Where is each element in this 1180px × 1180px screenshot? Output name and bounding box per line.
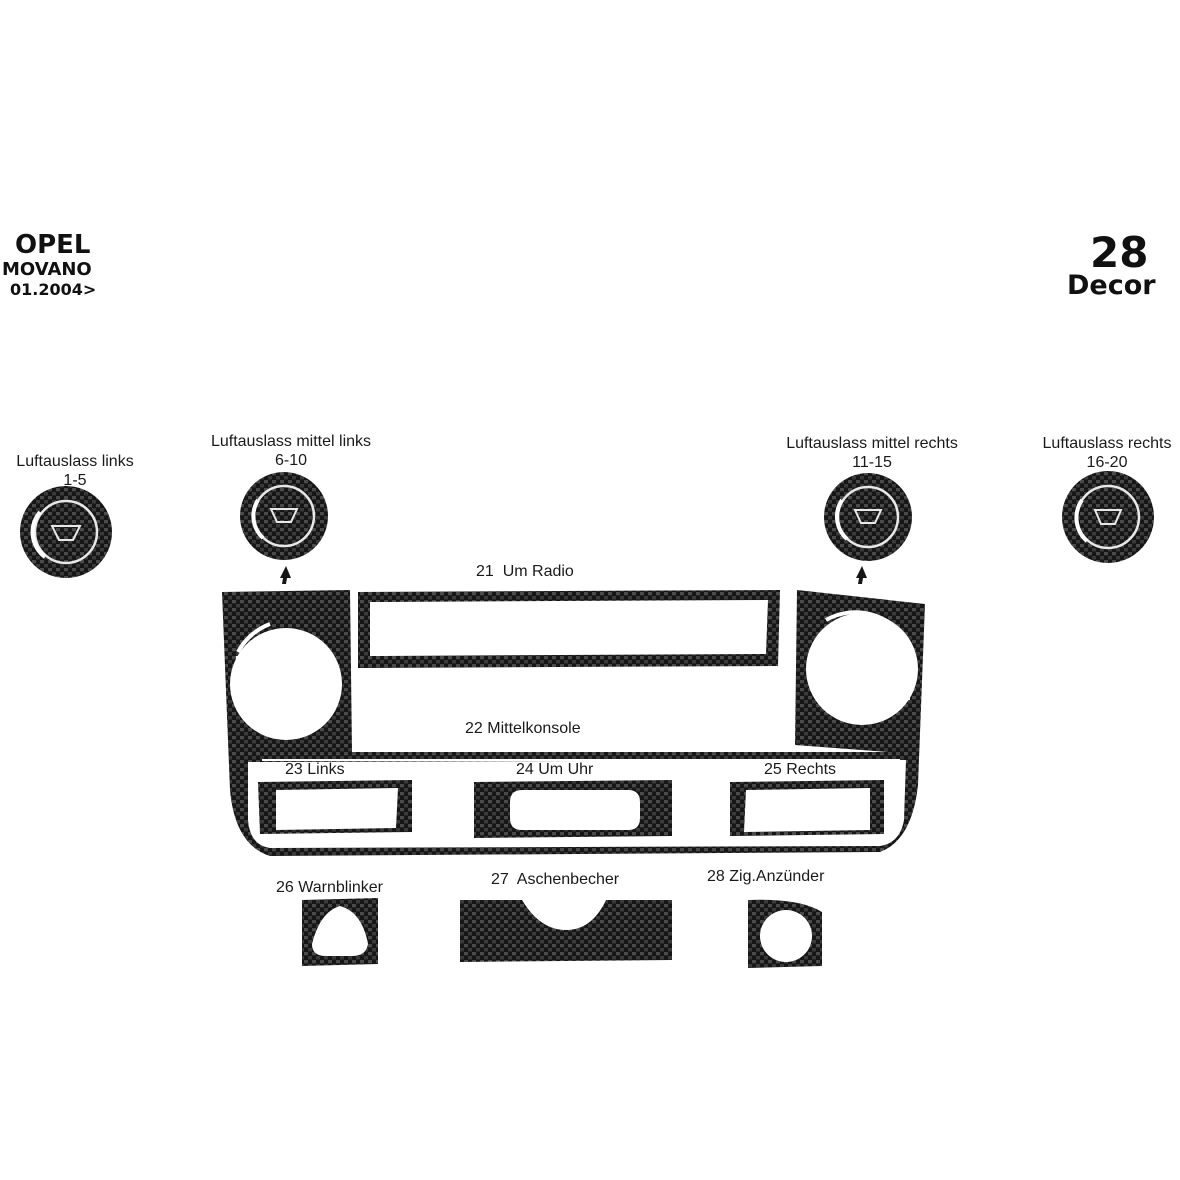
part-22-label: 22 Mittelkonsole	[465, 720, 581, 737]
vent-right-name: Luftauslass rechts	[1042, 435, 1172, 452]
vent-center-left-part	[240, 472, 328, 560]
vent-left-label: Luftauslass links 1-5	[16, 452, 133, 490]
vent-center-left-label: Luftauslass mittel links 6-10	[211, 432, 371, 470]
part-28-label: 28 Zig.Anzünder	[707, 868, 825, 885]
vent-center-right-part	[824, 473, 912, 561]
part-25-right	[730, 780, 884, 836]
part-27-ashtray	[460, 900, 672, 962]
part-24-label: 24 Um Uhr	[516, 761, 594, 778]
part-25-label: 25 Rechts	[764, 761, 837, 778]
product-title: Decor	[1067, 270, 1156, 301]
make-title: OPEL	[15, 230, 91, 260]
part-23-left	[258, 780, 412, 834]
part-21-radio-frame	[358, 590, 780, 668]
vent-right-part	[1062, 471, 1154, 563]
vent-center-right-label: Luftauslass mittel rechts 11-15	[786, 434, 958, 472]
clip-marker-right	[856, 566, 867, 584]
part-21-label: 21 Um Radio	[476, 563, 574, 580]
part-23-label: 23 Links	[285, 761, 345, 778]
vent-left-range: 1-5	[63, 472, 87, 489]
model-title: MOVANO	[2, 259, 92, 280]
clip-marker-left	[280, 566, 291, 584]
model-date: 01.2004>	[10, 280, 97, 299]
vent-center-right-name: Luftauslass mittel rechts	[786, 435, 958, 452]
vent-right-range: 16-20	[1086, 454, 1128, 471]
part-28-lighter	[748, 899, 822, 968]
vent-left-part	[20, 486, 112, 578]
vent-left-name: Luftauslass links	[16, 453, 134, 470]
vent-center-left-range: 6-10	[274, 452, 308, 469]
vent-center-right-range: 11-15	[852, 454, 892, 471]
part-22-console	[222, 590, 925, 856]
vent-right-label: Luftauslass rechts 16-20	[1043, 434, 1172, 472]
part-26-hazard-switch	[302, 898, 378, 966]
part-27-label: 27 Aschenbecher	[491, 871, 620, 888]
piece-count: 28	[1090, 228, 1149, 277]
vent-center-left-name: Luftauslass mittel links	[210, 433, 372, 450]
part-24-clock-surround	[474, 780, 672, 838]
part-26-label: 26 Warnblinker	[276, 879, 384, 896]
